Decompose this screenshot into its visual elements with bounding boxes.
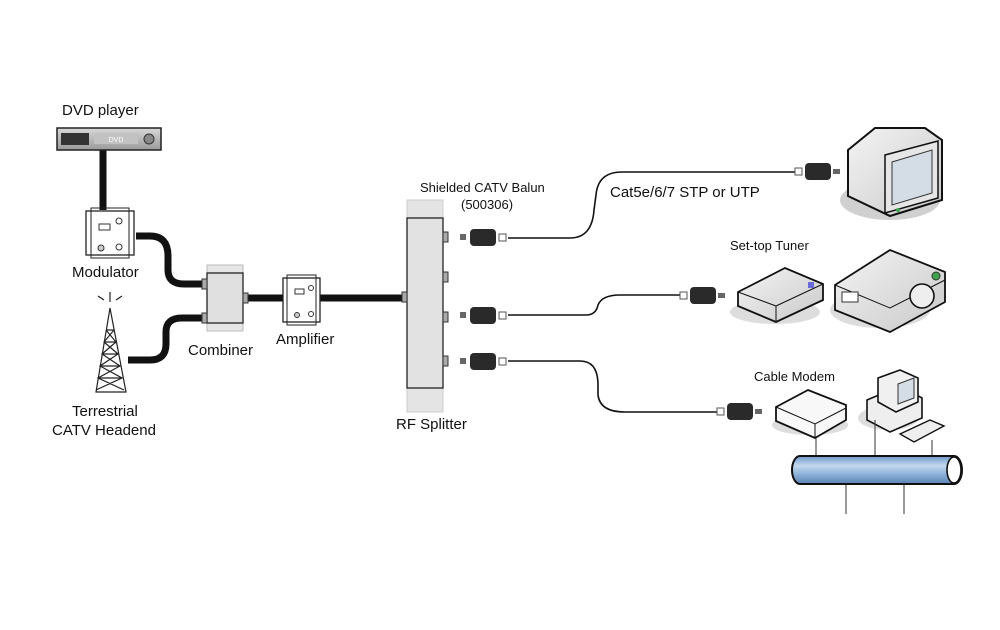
cable-type-label: Cat5e/6/7 STP or UTP	[610, 184, 760, 201]
headend-label-line2: CATV Headend	[52, 422, 156, 439]
cable-modem-icon	[772, 389, 848, 440]
amplifier-label: Amplifier	[276, 331, 335, 348]
cable-balun2-to-tuner	[508, 294, 680, 316]
computer-icon	[858, 369, 946, 443]
balun-icon	[460, 307, 507, 324]
balun-icon	[716, 403, 762, 420]
network-backbone-icon	[791, 420, 963, 514]
dvd-player-label: DVD player	[62, 102, 139, 119]
combiner-icon	[201, 264, 249, 332]
modulator-label: Modulator	[72, 264, 139, 281]
cable-balun1-to-tv	[508, 171, 795, 239]
balun-icon	[460, 229, 507, 246]
rf-splitter-icon	[401, 199, 449, 413]
twisted-pair-cables	[508, 171, 795, 413]
cable-headend-to-combiner	[128, 314, 204, 364]
projector-icon	[830, 248, 946, 333]
dvd-player-icon: DVD	[56, 127, 162, 151]
balun-label-line2: (500306)	[461, 197, 514, 212]
modulator-icon	[85, 207, 135, 259]
television-icon	[840, 127, 943, 220]
rf-splitter-label: RF Splitter	[396, 416, 467, 433]
cable-modem-label: Cable Modem	[754, 369, 835, 384]
balun-label-line1: Shielded CATV Balun	[420, 180, 545, 195]
set-top-tuner-icon	[730, 267, 824, 324]
dvd-faceplate-text: DVD	[109, 137, 124, 144]
balun-icon	[679, 287, 725, 304]
amplifier-icon	[282, 274, 321, 326]
cable-balun3-to-modem	[508, 360, 717, 413]
balun-icon	[794, 163, 840, 180]
headend-label-line1: Terrestrial	[72, 403, 138, 420]
antenna-tower-icon	[95, 292, 127, 393]
coax-cables	[99, 150, 403, 364]
combiner-label: Combiner	[188, 342, 254, 359]
cable-modulator-to-combiner	[136, 232, 204, 288]
set-top-tuner-label: Set-top Tuner	[730, 238, 809, 253]
balun-icon	[460, 353, 507, 370]
